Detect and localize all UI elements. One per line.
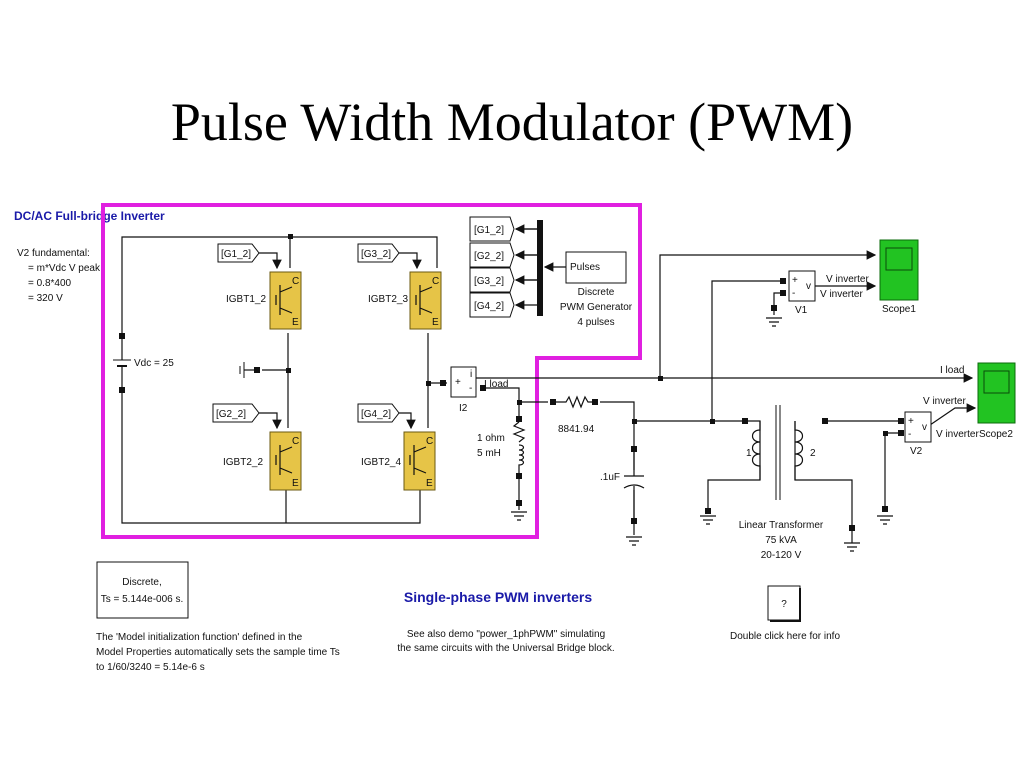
ground-icon bbox=[511, 511, 527, 521]
svg-text:C: C bbox=[432, 276, 439, 287]
slide-title: Pulse Width Modulator (PWM) bbox=[171, 92, 853, 152]
signal-label: V inverter bbox=[923, 396, 966, 407]
rl-load-icon bbox=[512, 421, 526, 470]
pwm-name: Discrete bbox=[578, 287, 615, 298]
iload-signal-label: I load bbox=[940, 365, 964, 376]
voltage-meter-v2[interactable]: + - v bbox=[904, 411, 932, 443]
igbt-block[interactable]: CE bbox=[269, 271, 302, 330]
svg-text:+: + bbox=[792, 275, 798, 286]
scope1-label: Scope1 bbox=[882, 304, 916, 315]
svg-text:+: + bbox=[455, 377, 461, 388]
svg-text:[G4_2]: [G4_2] bbox=[361, 409, 391, 420]
svg-text:i: i bbox=[470, 369, 472, 380]
igbt-block[interactable]: CE bbox=[269, 431, 302, 491]
transformer-name: 20-120 V bbox=[761, 550, 802, 561]
signal-label: V inverter bbox=[936, 429, 979, 440]
resistor-icon bbox=[556, 395, 592, 409]
scope2-block[interactable] bbox=[977, 362, 1016, 424]
ground-icon bbox=[239, 362, 256, 378]
igbt-label: IGBT1_2 bbox=[226, 294, 266, 305]
svg-text:E: E bbox=[292, 478, 299, 489]
igbt-block[interactable]: CE bbox=[409, 271, 442, 330]
svg-text:C: C bbox=[292, 276, 299, 287]
signal-label: V inverter bbox=[826, 274, 869, 285]
transformer-block[interactable] bbox=[751, 405, 804, 500]
demo-line: the same circuits with the Universal Bri… bbox=[397, 643, 614, 654]
svg-text:v: v bbox=[922, 422, 927, 433]
svg-text:[G4_2]: [G4_2] bbox=[474, 301, 504, 312]
vdc-label: Vdc = 25 bbox=[134, 358, 174, 369]
igbt-label: IGBT2_4 bbox=[361, 457, 401, 468]
ground-icon bbox=[626, 536, 642, 546]
v2-label: V2 bbox=[910, 446, 923, 457]
cap-label: .1uF bbox=[600, 472, 620, 483]
ground-icon bbox=[700, 317, 893, 552]
svg-text:Pulses: Pulses bbox=[570, 262, 600, 273]
svg-text:[G3_2]: [G3_2] bbox=[474, 276, 504, 287]
note-line: V2 fundamental: bbox=[17, 248, 90, 259]
pwm-generator-block[interactable]: Pulses bbox=[565, 251, 627, 284]
svg-text:[G3_2]: [G3_2] bbox=[361, 249, 391, 260]
svg-text:E: E bbox=[432, 317, 439, 328]
current-meter-i2[interactable]: + i - bbox=[450, 366, 477, 398]
demo-heading: Single-phase PWM inverters bbox=[404, 589, 592, 605]
note-line: = 320 V bbox=[28, 293, 63, 304]
goto-tags: [G1_2] [G2_2] [G3_2] [G4_2] bbox=[469, 216, 566, 318]
svg-text:C: C bbox=[292, 436, 299, 447]
igbt-label: IGBT2_3 bbox=[368, 294, 408, 305]
scope2-label: Scope2 bbox=[979, 429, 1013, 440]
svg-text:[G1_2]: [G1_2] bbox=[221, 249, 251, 260]
v1-label: V1 bbox=[795, 305, 808, 316]
svg-text:-: - bbox=[469, 383, 472, 394]
i2-label: I2 bbox=[459, 403, 468, 414]
series-r-label: 8841.94 bbox=[558, 424, 595, 435]
svg-text:-: - bbox=[792, 288, 795, 299]
init-note: to 1/60/3240 = 5.14e-6 s bbox=[96, 662, 205, 673]
init-note: Model Properties automatically sets the … bbox=[96, 647, 340, 658]
svg-text:E: E bbox=[426, 478, 433, 489]
svg-text:E: E bbox=[292, 317, 299, 328]
svg-text:[G2_2]: [G2_2] bbox=[216, 409, 246, 420]
gate-tags: [G1_2] [G3_2] [G2_2] [G4_2] bbox=[212, 243, 400, 423]
l-label: 5 mH bbox=[477, 448, 501, 459]
svg-text:+: + bbox=[908, 416, 914, 427]
help-label: Double click here for info bbox=[730, 631, 840, 642]
scope1-block[interactable] bbox=[879, 239, 919, 301]
voltage-meter-v1[interactable]: + - v bbox=[788, 270, 816, 302]
highlight-frame bbox=[101, 203, 642, 539]
svg-text:[G2_2]: [G2_2] bbox=[474, 251, 504, 262]
init-note: The 'Model initialization function' defi… bbox=[96, 632, 303, 643]
help-block[interactable]: ? bbox=[767, 585, 801, 622]
svg-text:Discrete,: Discrete, bbox=[122, 577, 161, 588]
svg-text:[G1_2]: [G1_2] bbox=[474, 225, 504, 236]
igbt-label: IGBT2_2 bbox=[223, 457, 263, 468]
transformer-name: Linear Transformer bbox=[739, 520, 824, 531]
svg-text:v: v bbox=[806, 281, 811, 292]
demo-line: See also demo "power_1phPWM" simulating bbox=[407, 629, 605, 640]
note-line: = m*Vdc V peak bbox=[28, 263, 101, 274]
r-label: 1 ohm bbox=[477, 433, 505, 444]
svg-text:-: - bbox=[908, 429, 911, 440]
signal-label: V inverter bbox=[820, 289, 863, 300]
svg-text:?: ? bbox=[781, 599, 787, 610]
svg-text:C: C bbox=[426, 436, 433, 447]
transformer-name: 75 kVA bbox=[765, 535, 797, 546]
winding-2-label: 2 bbox=[810, 448, 816, 459]
dc-source-icon bbox=[113, 340, 131, 390]
demux-bar bbox=[537, 220, 543, 316]
igbt-block[interactable]: CE bbox=[403, 431, 436, 491]
capacitor-icon bbox=[623, 452, 645, 518]
note-line: = 0.8*400 bbox=[28, 278, 72, 289]
iload-label: I load bbox=[484, 379, 508, 390]
inverter-heading: DC/AC Full-bridge Inverter bbox=[14, 209, 165, 223]
svg-text:Ts = 5.144e-006 s.: Ts = 5.144e-006 s. bbox=[101, 594, 184, 605]
pwm-name: 4 pulses bbox=[577, 317, 614, 328]
winding-1-label: 1 bbox=[746, 448, 752, 459]
pwm-name: PWM Generator bbox=[560, 302, 633, 313]
powergui-block[interactable]: Discrete, Ts = 5.144e-006 s. bbox=[96, 561, 189, 619]
